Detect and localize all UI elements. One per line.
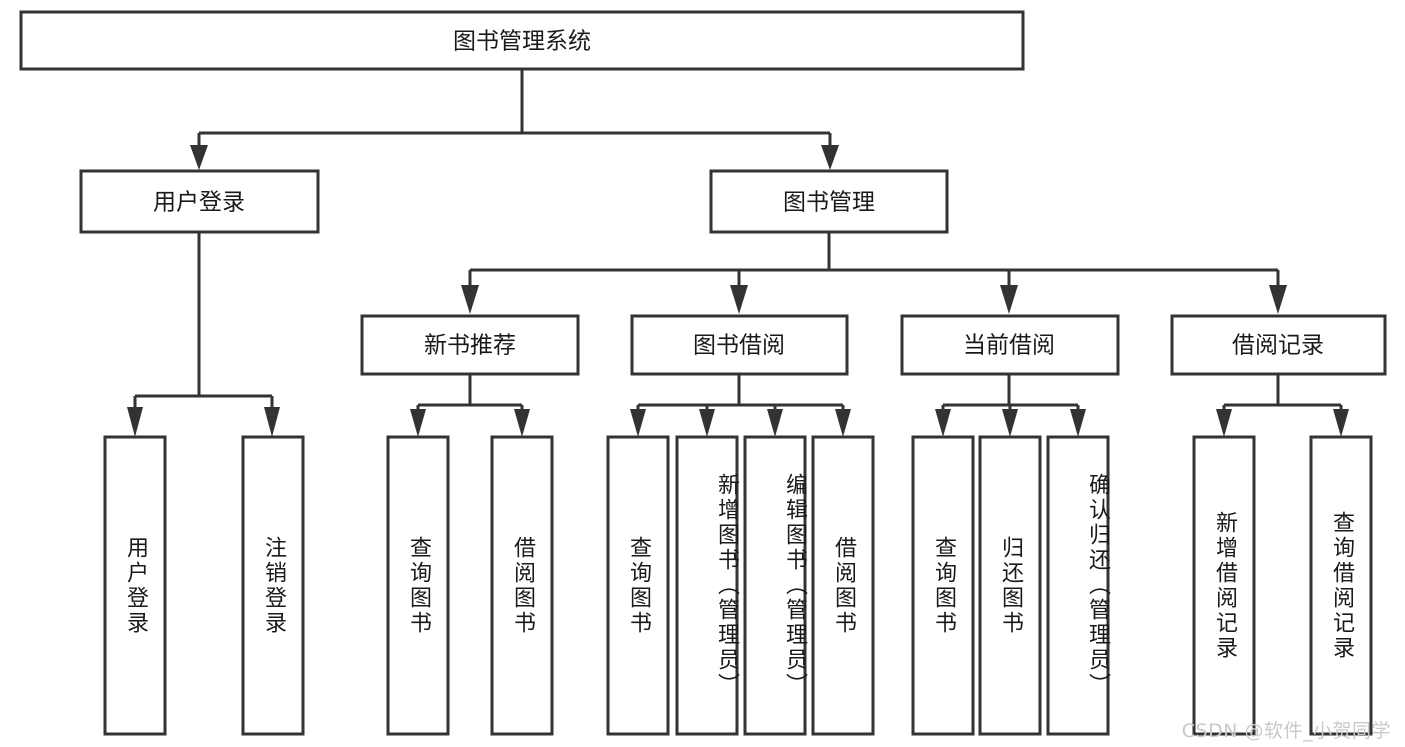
leaf-current-borrow-1-box[interactable] [911,435,975,736]
arrowhead-book-borrow [730,285,748,314]
arrowhead-leaf-c3 [1070,409,1086,437]
leaf-book-borrow-1-box[interactable] [606,435,670,736]
node-borrow-record-label: 借阅记录 [1232,333,1324,359]
arrowhead-leaf-b2 [699,409,715,437]
node-book-manage-label: 图书管理 [783,190,875,216]
leaf-user-login-1-box[interactable] [103,435,167,736]
arrowhead-leaf-u2 [264,407,280,437]
arrowhead-leaf-n1 [410,409,426,437]
leaf-book-borrow-2-box[interactable] [675,435,739,736]
leaf-borrow-record-2-box[interactable] [1309,435,1373,736]
leaf-current-borrow-3-box[interactable] [1046,435,1110,736]
leaf-new-book-2-box[interactable] [490,435,554,736]
arrowhead-user-login [190,145,208,170]
arrowhead-leaf-b3 [767,409,783,437]
arrowhead-leaf-c2 [1002,409,1018,437]
leaf-book-borrow-4-box[interactable] [811,435,875,736]
node-book-manage-box[interactable] [709,169,949,234]
leaf-user-login-2-box[interactable] [241,435,305,736]
leaf-borrow-record-1-box[interactable] [1192,435,1256,736]
arrowhead-current-borrow [1000,285,1018,314]
node-root-box[interactable] [19,10,1025,71]
arrowhead-leaf-r2 [1333,409,1349,437]
node-current-borrow-label: 当前借阅 [963,333,1055,359]
arrowhead-leaf-b1 [630,409,646,437]
arrowhead-book-manage [821,145,839,170]
node-root-label: 图书管理系统 [453,29,591,55]
node-current-borrow-box[interactable] [900,314,1120,376]
arrowhead-leaf-u1 [127,407,143,437]
node-book-borrow-box[interactable] [630,314,849,376]
arrowhead-leaf-n2 [514,409,530,437]
arrowhead-leaf-c1 [935,409,951,437]
node-book-borrow-label: 图书借阅 [693,333,785,359]
arrowhead-borrow-record [1269,285,1287,314]
node-new-book-label: 新书推荐 [424,333,516,359]
node-user-login-label: 用户登录 [153,190,245,216]
leaf-current-borrow-2-box[interactable] [978,435,1042,736]
leaf-new-book-1-box[interactable] [386,435,450,736]
leaf-book-borrow-3-box[interactable] [743,435,807,736]
csdn-watermark: CSDN @软件_小贺同学 [1181,720,1391,742]
node-borrow-record-box[interactable] [1170,314,1387,376]
arrowhead-leaf-b4 [835,409,851,437]
node-new-book-box[interactable] [360,314,580,376]
arrowhead-new-book [461,285,479,314]
arrowhead-leaf-r1 [1216,409,1232,437]
